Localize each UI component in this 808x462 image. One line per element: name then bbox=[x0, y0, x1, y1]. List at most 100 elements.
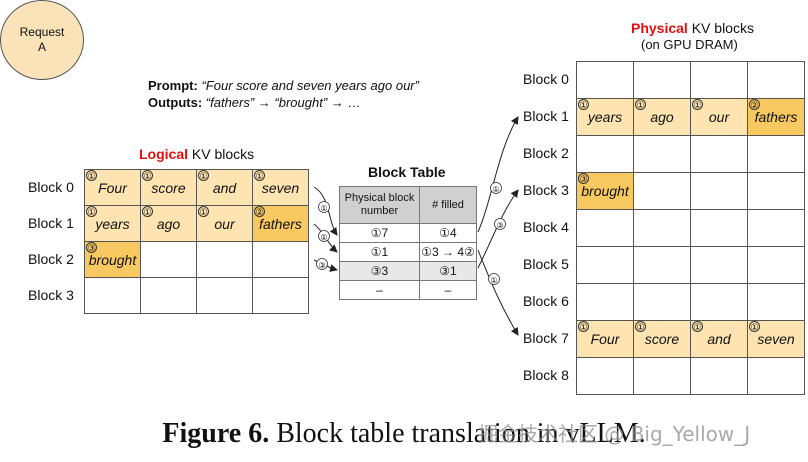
physical-block-label: Block 7 bbox=[523, 330, 569, 346]
physical-block-label: Block 6 bbox=[523, 293, 569, 309]
slot-number-badge: ① bbox=[142, 206, 153, 217]
outputs-line: Outputs: “fathers” → “brought” → … bbox=[148, 95, 360, 110]
arrow-label-circle bbox=[488, 273, 500, 285]
block-table-row: ①7 ①4 bbox=[339, 223, 477, 243]
physical-block-label: Block 8 bbox=[523, 367, 569, 383]
arrow-label-circle bbox=[490, 182, 502, 194]
physical-block-label: Block 4 bbox=[523, 219, 569, 235]
arrow-label-circle bbox=[494, 218, 506, 230]
arrow-table-to-physical-7 bbox=[477, 249, 519, 336]
physical-cell bbox=[576, 135, 634, 173]
logical-cell bbox=[252, 277, 309, 314]
physical-cell bbox=[747, 209, 805, 247]
filled-cell: ③1 bbox=[419, 261, 477, 281]
slot-number-badge: ③ bbox=[86, 242, 97, 253]
physical-block-label: Block 0 bbox=[523, 71, 569, 87]
logical-title-rest: KV blocks bbox=[188, 146, 255, 162]
logical-title: Logical KV blocks bbox=[139, 146, 254, 162]
physical-row bbox=[576, 61, 805, 99]
outputs-arrow: → bbox=[254, 95, 275, 110]
filled-cell: ①4 bbox=[419, 223, 477, 243]
token-word: Four bbox=[590, 331, 620, 347]
block-table-header: Physical block number # filled bbox=[339, 186, 477, 224]
slot-number-badge: ① bbox=[635, 321, 646, 332]
phys-block-cell: – bbox=[339, 280, 420, 300]
slot-number-badge: ① bbox=[578, 321, 589, 332]
physical-cell bbox=[576, 283, 634, 321]
physical-cell bbox=[633, 61, 691, 99]
watermark: 掘金技术社区 @ Big_Yellow_J bbox=[478, 422, 751, 446]
physical-block-label: Block 5 bbox=[523, 256, 569, 272]
physical-cell bbox=[747, 246, 805, 284]
arrow-table-to-physical-1 bbox=[477, 116, 519, 233]
caption-text: Block table translation in vLLM. bbox=[269, 418, 646, 449]
logical-block-label: Block 0 bbox=[28, 178, 74, 195]
header-filled: # filled bbox=[419, 186, 477, 224]
token-word: seven bbox=[261, 179, 300, 196]
physical-cell bbox=[747, 357, 805, 395]
token-word: and bbox=[212, 179, 237, 196]
outputs-word-2: “brought” bbox=[274, 95, 328, 110]
block-table: Physical block number # filled ①7 ①4 ①1 … bbox=[339, 186, 477, 300]
arrow-label-p3: ① bbox=[490, 276, 497, 285]
logical-cell bbox=[84, 277, 141, 314]
arrow-label-a1: ① bbox=[320, 204, 327, 213]
logical-cell bbox=[196, 277, 253, 314]
header-physical-block-number: Physical block number bbox=[339, 186, 420, 224]
block-table-row: ③3 ③1 bbox=[339, 261, 477, 281]
physical-cell bbox=[690, 209, 748, 247]
physical-cell bbox=[747, 61, 805, 99]
slot-number-badge: ① bbox=[254, 170, 265, 181]
logical-block-label: Block 3 bbox=[28, 286, 74, 303]
physical-row bbox=[576, 357, 805, 395]
arrow-label-circle bbox=[316, 258, 328, 270]
outputs-word-1: “fathers” bbox=[205, 95, 255, 110]
prompt-line: Prompt: “Four score and seven years ago … bbox=[148, 78, 419, 93]
arrow-label-a2: ① bbox=[320, 233, 327, 242]
physical-title-rest: KV blocks bbox=[687, 20, 754, 36]
slot-number-badge: ① bbox=[692, 321, 703, 332]
token-word: our bbox=[708, 109, 730, 125]
slot-number-badge: ① bbox=[749, 321, 760, 332]
arrow-label-p1: ① bbox=[492, 185, 499, 194]
slot-number-badge: ① bbox=[578, 99, 589, 110]
physical-cell bbox=[690, 357, 748, 395]
physical-subtitle: (on GPU DRAM) bbox=[641, 37, 738, 52]
token-word: brought bbox=[88, 251, 137, 268]
slot-number-badge: ③ bbox=[578, 173, 589, 184]
slot-number-badge: ② bbox=[749, 99, 760, 110]
physical-cell bbox=[633, 357, 691, 395]
token-word: ago bbox=[650, 109, 674, 125]
token-word: fathers bbox=[754, 109, 798, 125]
physical-cell bbox=[690, 172, 748, 210]
prompt-text: “Four score and seven years ago our” bbox=[201, 78, 419, 93]
token-word: years bbox=[587, 109, 623, 125]
token-word: ago bbox=[156, 215, 181, 232]
physical-row bbox=[576, 135, 805, 173]
block-table-row: – – bbox=[339, 280, 477, 300]
token-word: seven bbox=[757, 331, 795, 347]
slot-number-badge: ① bbox=[635, 99, 646, 110]
arrow-label-p2: ③ bbox=[496, 221, 503, 230]
physical-block-label: Block 2 bbox=[523, 145, 569, 161]
outputs-label: Outputs: bbox=[148, 95, 203, 110]
token-word: our bbox=[214, 215, 235, 232]
